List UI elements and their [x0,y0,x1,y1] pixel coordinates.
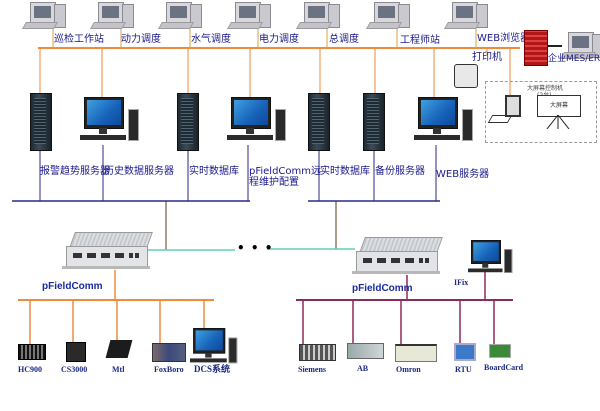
label-patrol-station: 巡检工作站 [54,34,104,45]
enterprise-pc-icon [559,32,600,59]
label-cs3000: CS3000 [61,365,88,374]
printer-icon [454,64,478,88]
omron-plc-icon [395,344,437,362]
label-hc900: HC900 [18,365,42,374]
label-electric-dispatch: 电力调度 [259,34,299,45]
ab-plc-icon [347,343,384,359]
label-realtime-db-2: 实时数据库 [320,166,370,177]
workstation-icon [157,2,206,29]
label-pfc-remote-line1: pFieldComm远 [249,166,322,177]
big-screen-group [485,81,597,143]
ifix-pc-icon [468,240,513,281]
label-web-browser: WEB浏览器 [477,33,531,44]
workstation-icon [89,2,138,29]
label-ifix: IFix [454,278,469,287]
desktop-pc-icon [227,97,287,151]
pfieldcomm-gateway-icon [62,232,153,272]
foxboro-device-icon [152,343,186,362]
big-screen-icon: 大屏幕 [537,95,581,117]
label-master-dispatch: 总调度 [329,34,359,45]
dcs-pc-icon [190,328,238,371]
label-pfc-remote-line2: 程维护配置 [249,177,299,188]
label-enterprise-mes-erp: 企业MES/ERP [548,54,600,64]
label-pfieldcomm-left: pFieldComm [42,281,103,292]
big-screen-controller-icon [505,95,521,117]
label-water-gas-dispatch: 水气调度 [191,34,231,45]
tripod-icon [546,115,570,129]
cs3000-device-icon [66,342,86,362]
label-backup-server: 备份服务器 [375,166,425,177]
desktop-pc-icon [414,97,474,151]
label-pfieldcomm-right: pFieldComm [352,283,413,294]
label-dcs-system: DCS系统 [194,364,231,374]
label-big-screen-controller: 大屏幕控制机 [527,85,564,92]
label-printer: 打印机 [472,52,502,63]
server-rack-icon [363,93,385,151]
label-boardcard: BoardCard [484,363,524,372]
workstation-icon [21,2,70,29]
ring-ellipsis: • • • [237,241,274,255]
hc900-device-icon [18,344,46,360]
desktop-pc-icon [80,97,140,151]
boardcard-device-icon [489,344,511,358]
workstation-icon [295,2,344,29]
siemens-plc-icon [299,344,336,361]
server-rack-icon [308,93,330,151]
label-ab: AB [357,364,369,373]
label-web-server: WEB服务器 [436,169,490,180]
workstation-icon [443,2,492,29]
label-rtu: RTU [455,365,472,374]
label-power-dispatch: 动力调度 [121,34,161,45]
workstation-icon [365,2,414,29]
label-siemens: Siemens [298,365,326,374]
server-rack-icon [177,93,199,151]
label-foxboro: FoxBoro [154,365,184,374]
label-mtl: Mtl [112,365,125,374]
label-history-data-server: 历史数据服务器 [104,166,174,177]
label-realtime-db-1: 实时数据库 [189,166,239,177]
label-alarm-trend-server: 报警趋势服务器 [40,166,110,177]
pfieldcomm-gateway-icon [352,237,443,277]
rtu-device-icon [454,343,476,361]
server-rack-icon [30,93,52,151]
firewall-icon [524,30,548,66]
label-omron: Omron [396,365,421,374]
label-engineer-station: 工程师站 [400,35,440,46]
workstation-icon [226,2,275,29]
